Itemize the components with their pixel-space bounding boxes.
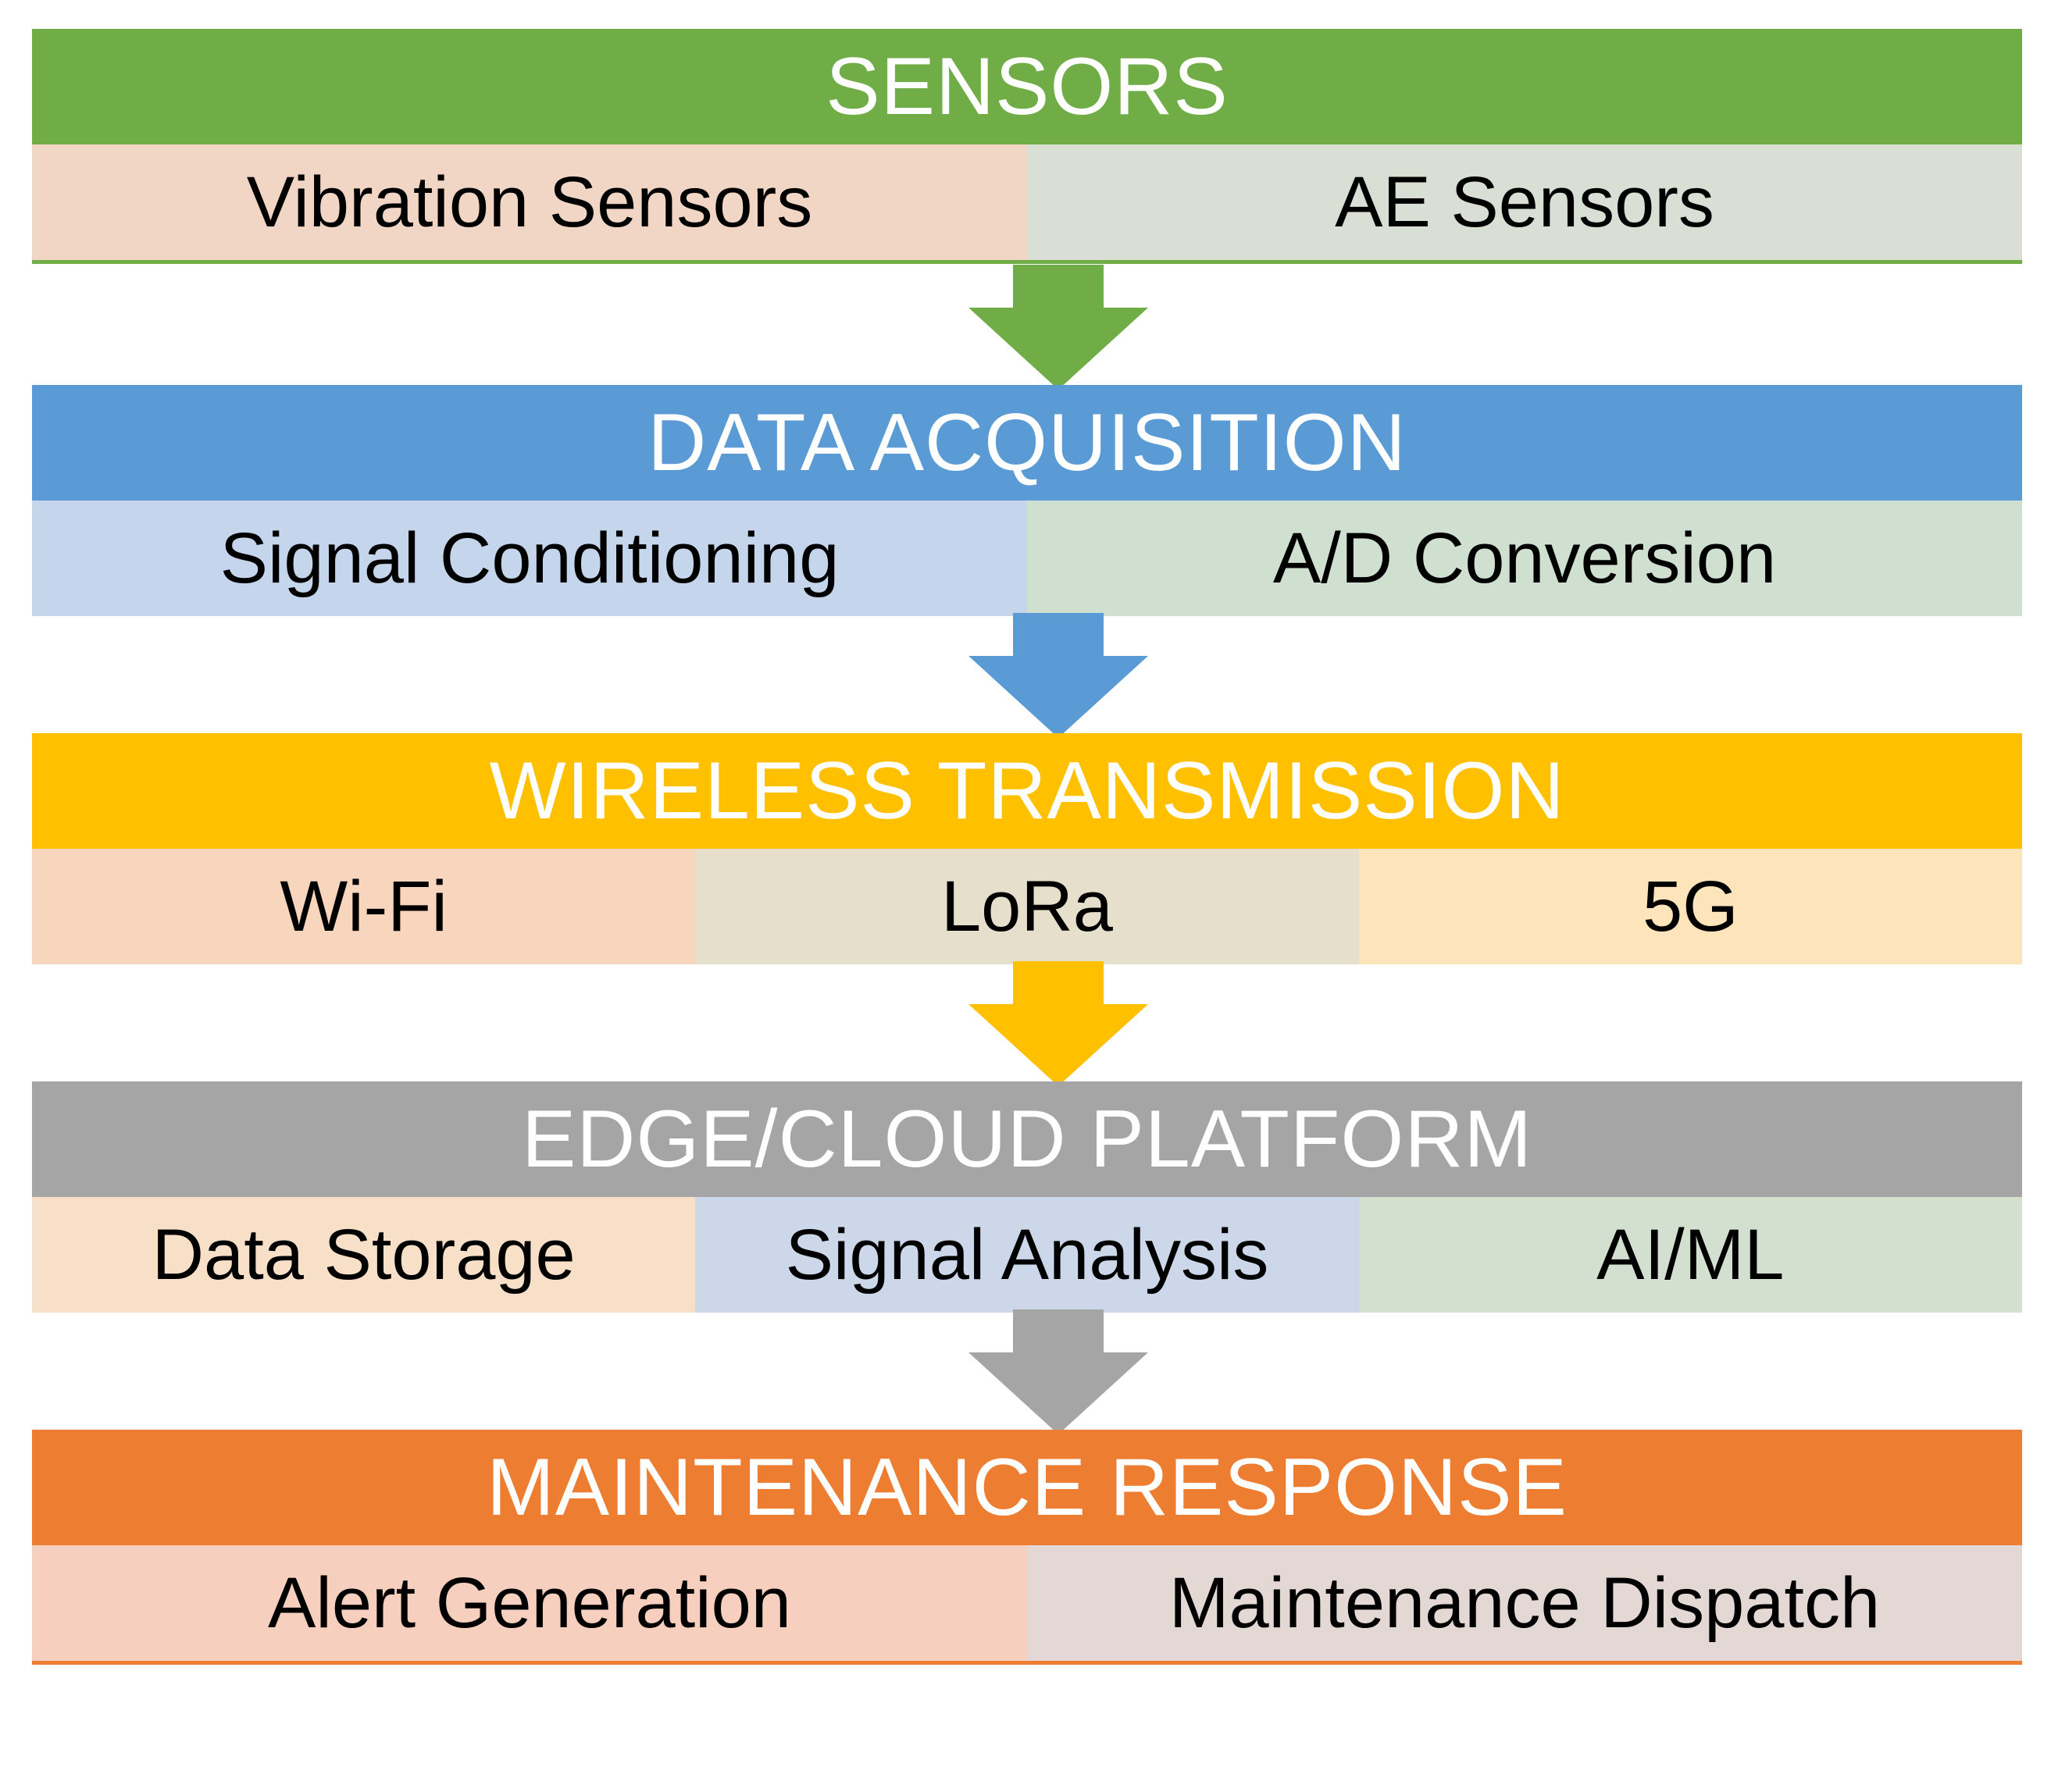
layer-maintenance-response: MAINTENANCE RESPONSE Alert Generation Ma…	[32, 1430, 2022, 1669]
layer-title: SENSORS	[32, 29, 2022, 144]
layer-bottom-border	[32, 260, 2022, 268]
arrow-down-icon	[32, 265, 2022, 390]
layer-title: WIRELESS TRANSMISSION	[32, 733, 2022, 849]
layer-items: Vibration Sensors AE Sensors	[32, 144, 2022, 260]
item-signal-analysis: Signal Analysis	[695, 1197, 1359, 1313]
pipeline-diagram: SENSORS Vibration Sensors AE Sensors DAT…	[32, 29, 2022, 1669]
arrow-down-icon	[32, 961, 2022, 1086]
item-lora: LoRa	[695, 849, 1359, 964]
layer-items: Signal Conditioning A/D Conversion	[32, 501, 2022, 616]
layer-title: DATA ACQUISITION	[32, 385, 2022, 501]
layer-items: Wi-Fi LoRa 5G	[32, 849, 2022, 964]
item-ad-conversion: A/D Conversion	[1027, 501, 2022, 616]
layer-bottom-border	[32, 1661, 2022, 1669]
layer-edge-cloud-platform: EDGE/CLOUD PLATFORM Data Storage Signal …	[32, 1081, 2022, 1313]
layer-items: Data Storage Signal Analysis AI/ML	[32, 1197, 2022, 1313]
item-ai-ml: AI/ML	[1358, 1197, 2022, 1313]
item-data-storage: Data Storage	[32, 1197, 696, 1313]
item-vibration-sensors: Vibration Sensors	[32, 144, 1027, 260]
item-signal-conditioning: Signal Conditioning	[32, 501, 1027, 616]
layer-sensors: SENSORS Vibration Sensors AE Sensors	[32, 29, 2022, 268]
item-alert-generation: Alert Generation	[32, 1545, 1027, 1661]
item-wifi: Wi-Fi	[32, 849, 696, 964]
arrow-down-icon	[32, 1309, 2022, 1434]
layer-title: EDGE/CLOUD PLATFORM	[32, 1081, 2022, 1197]
layer-data-acquisition: DATA ACQUISITION Signal Conditioning A/D…	[32, 385, 2022, 616]
arrow-down-icon	[32, 613, 2022, 738]
item-5g: 5G	[1358, 849, 2022, 964]
item-ae-sensors: AE Sensors	[1027, 144, 2022, 260]
layer-items: Alert Generation Maintenance Dispatch	[32, 1545, 2022, 1661]
layer-title: MAINTENANCE RESPONSE	[32, 1430, 2022, 1545]
item-maintenance-dispatch: Maintenance Dispatch	[1027, 1545, 2022, 1661]
layer-wireless-transmission: WIRELESS TRANSMISSION Wi-Fi LoRa 5G	[32, 733, 2022, 964]
